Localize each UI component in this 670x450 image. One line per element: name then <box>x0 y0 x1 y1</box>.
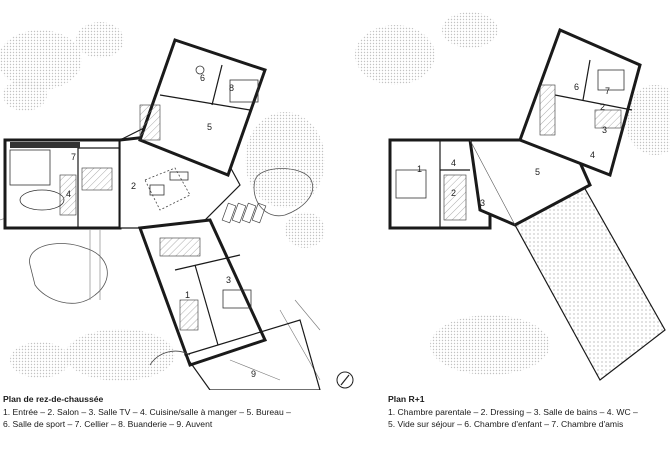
awning <box>149 319 321 390</box>
upper-floor-caption: Plan R+1 1. Chambre parentale – 2. Dress… <box>388 393 638 431</box>
stepping-stones <box>221 202 267 224</box>
tree-canopy <box>355 12 670 375</box>
room-label: 9 <box>251 369 256 379</box>
room-labels-ground: 1 2 3 4 5 6 7 8 9 <box>66 73 256 379</box>
room-label: 2 <box>600 102 605 112</box>
upper-floor-legend-line: 5. Vide sur séjour – 6. Chambre d'enfant… <box>388 419 624 429</box>
room-label: 2 <box>131 181 136 191</box>
room-label: 3 <box>602 125 607 135</box>
upper-floor-legend-line: 1. Chambre parentale – 2. Dressing – 3. … <box>388 406 638 417</box>
room-label: 6 <box>574 82 579 92</box>
room-label: 8 <box>229 83 234 93</box>
garden-shape <box>29 168 313 304</box>
floor-plans: 1 2 3 4 5 6 7 8 9 <box>0 12 670 390</box>
ground-floor-caption: Plan de rez-de-chaussée 1. Entrée – 2. S… <box>3 393 291 431</box>
room-label: 5 <box>207 122 212 132</box>
room-label: 7 <box>605 86 610 96</box>
north-arrow-icon <box>336 371 354 389</box>
room-label: 4 <box>66 189 71 199</box>
room-label: 3 <box>480 198 485 208</box>
room-label: 3 <box>226 275 231 285</box>
room-label: 5 <box>535 167 540 177</box>
room-label: 1 <box>417 164 422 174</box>
left-wing <box>3 138 122 230</box>
ground-floor-legend-line: 6. Salle de sport – 7. Cellier – 8. Buan… <box>3 419 213 429</box>
tree-canopy <box>0 22 325 381</box>
bottom-wing <box>137 218 268 367</box>
room-label: 6 <box>200 73 205 83</box>
room-label: 7 <box>71 152 76 162</box>
upper-left-wing <box>388 138 492 230</box>
upper-top-wing <box>518 27 642 178</box>
room-label: 4 <box>451 158 456 168</box>
ground-floor-plan: 1 2 3 4 5 6 7 8 9 <box>0 22 354 390</box>
upper-floor-plan: 1 2 3 4 5 6 7 4 3 2 <box>355 12 670 381</box>
upper-floor-title: Plan R+1 <box>388 394 425 404</box>
ground-floor-legend-line: 1. Entrée – 2. Salon – 3. Salle TV – 4. … <box>3 406 291 417</box>
ground-floor-title: Plan de rez-de-chaussée <box>3 394 104 404</box>
room-label: 2 <box>451 188 456 198</box>
room-labels-upper: 1 2 3 4 5 6 7 4 3 2 <box>417 82 610 208</box>
room-label: 4 <box>590 150 595 160</box>
room-label: 1 <box>185 290 190 300</box>
top-wing <box>138 38 267 177</box>
